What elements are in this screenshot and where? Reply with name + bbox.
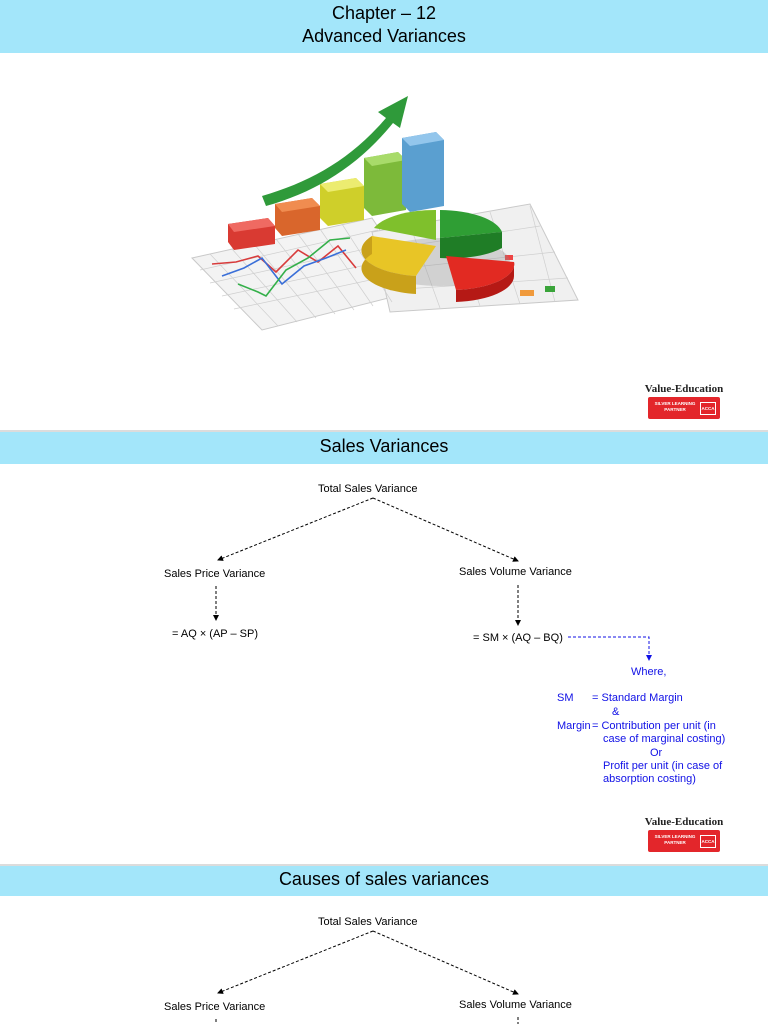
badge-line1: SILVER LEARNING	[654, 834, 696, 839]
slide-divider	[0, 864, 768, 866]
slide-causes-of-sales-variances: Causes of sales variances Total Sales Va…	[0, 866, 768, 1024]
margin-definition-line2: case of marginal costing)	[603, 733, 726, 745]
growth-chart-illustration	[191, 96, 579, 331]
logo-text: Value-Education	[644, 383, 724, 395]
where-label: Where,	[631, 666, 667, 678]
sm-definition: = Standard Margin	[592, 692, 683, 704]
margin-definition-line1: = Contribution per unit (in	[592, 720, 716, 732]
sales-price-formula: = AQ × (AP – SP)	[172, 628, 259, 640]
sales-price-variance-node: Sales Price Variance	[164, 1001, 266, 1013]
ampersand: &	[612, 706, 620, 718]
badge-line1: SILVER LEARNING	[654, 401, 696, 406]
badge-line2: PARTNER	[664, 840, 686, 845]
sales-price-variance-node: Sales Price Variance	[164, 568, 266, 580]
profit-definition-line2: absorption costing)	[603, 773, 696, 785]
total-sales-variance-node: Total Sales Variance	[318, 916, 418, 928]
sm-label: SM	[557, 692, 574, 704]
chapter-number: Chapter – 12	[331, 3, 437, 23]
total-sales-variance-node: Total Sales Variance	[318, 483, 418, 495]
variance-tree-connectors	[213, 497, 652, 661]
or-label: Or	[650, 747, 663, 759]
slide-title: Sales Variances	[319, 436, 449, 456]
slide-chapter-title: Chapter – 12 Advanced Variances	[0, 0, 768, 430]
slide-title: Causes of sales variances	[278, 869, 490, 889]
sales-volume-formula: = SM × (AQ – BQ)	[473, 632, 563, 644]
sales-volume-variance-node: Sales Volume Variance	[459, 566, 572, 578]
acca-mark: ACCA	[700, 835, 716, 848]
variance-tree-connectors	[215, 930, 519, 1024]
slide-divider	[0, 430, 768, 432]
acca-mark: ACCA	[700, 402, 716, 415]
badge-line2: PARTNER	[664, 407, 686, 412]
logo-text: Value-Education	[644, 816, 724, 828]
sales-volume-variance-node: Sales Volume Variance	[459, 999, 572, 1011]
chapter-title: Advanced Variances	[302, 26, 466, 46]
slide-title-banner: Chapter – 12 Advanced Variances	[0, 0, 768, 53]
slide-sales-variances: Sales Variances Total Sales Variance Sal…	[0, 432, 768, 864]
slide-title-banner: Causes of sales variances	[0, 866, 768, 896]
margin-label: Margin	[557, 720, 591, 732]
profit-definition-line1: Profit per unit (in case of	[603, 760, 723, 772]
slide-title-banner: Sales Variances	[0, 432, 768, 464]
